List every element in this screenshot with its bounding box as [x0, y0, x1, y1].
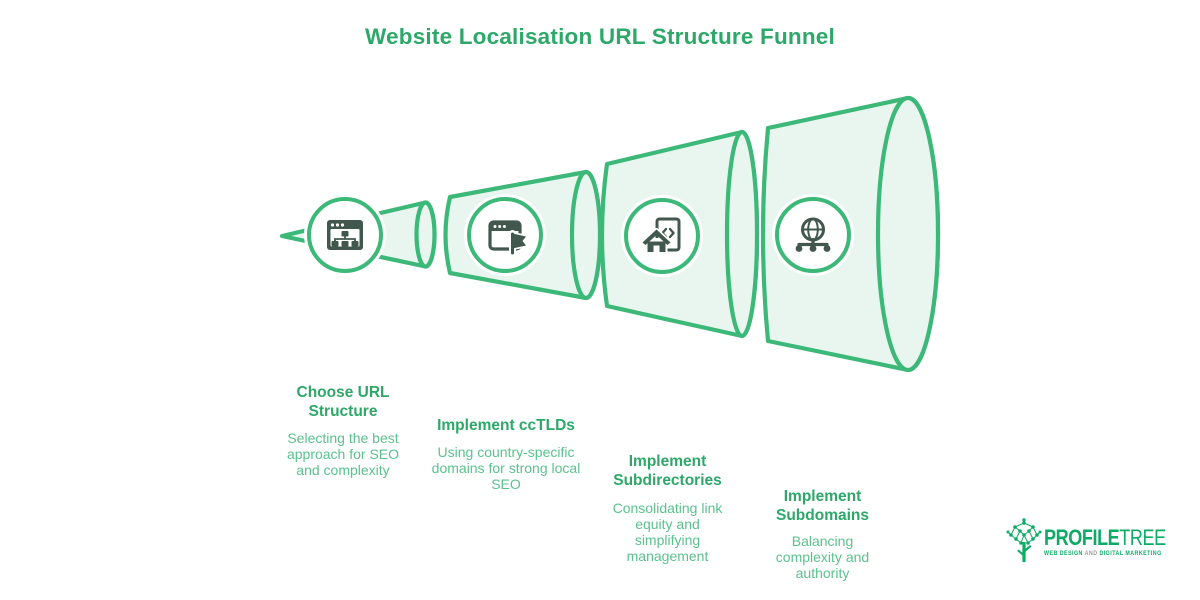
stage-2-badge	[464, 194, 546, 276]
house-code-icon	[642, 217, 681, 254]
stage-3-badge	[621, 195, 703, 277]
globe-network-icon	[795, 217, 831, 252]
tagline-and: AND	[1084, 550, 1098, 557]
stage-3-heading: Implement Subdirectories	[613, 453, 722, 489]
logo-wordmark-bold: PROFILE	[1044, 525, 1120, 550]
tree-network-icon	[1006, 518, 1042, 563]
profiletree-logo: PROFILETREE WEB DESIGN AND DIGITAL MARKE…	[1006, 518, 1176, 570]
logo-wordmark-light: TREE	[1119, 525, 1166, 550]
browser-flag-icon	[488, 220, 528, 257]
logo-text: PROFILETREE WEB DESIGN AND DIGITAL MARKE…	[1044, 527, 1166, 558]
funnel-ring-3	[724, 129, 760, 339]
sitemap-browser-icon	[327, 220, 363, 250]
tagline-right: DIGITAL MARKETING	[1099, 550, 1162, 557]
funnel-mouth-ellipse	[875, 95, 941, 373]
stage-4-heading: Implement Subdomains	[775, 488, 869, 524]
stage-2-heading: Implement ccTLDs	[437, 417, 575, 434]
logo-wordmark: PROFILETREE	[1044, 527, 1166, 549]
stage-3-description: Consolidating link equity and simplifyin…	[612, 500, 723, 564]
funnel-ring-2	[569, 169, 603, 301]
page-title: Website Localisation URL Structure Funne…	[365, 24, 835, 49]
stage-4-badge	[772, 194, 854, 276]
funnel-ring-1	[414, 200, 437, 269]
tagline-left: WEB DESIGN	[1044, 550, 1083, 557]
stage-1-heading: Choose URL Structure	[296, 384, 390, 420]
logo-tagline: WEB DESIGN AND DIGITAL MARKETING	[1044, 550, 1166, 557]
stage-2-description: Using country-specific domains for stron…	[431, 444, 581, 492]
stage-4-description: Balancing complexity and authority	[775, 533, 870, 581]
stage-1-badge	[304, 194, 386, 276]
stage-1-description: Selecting the best approach for SEO and …	[286, 430, 400, 478]
